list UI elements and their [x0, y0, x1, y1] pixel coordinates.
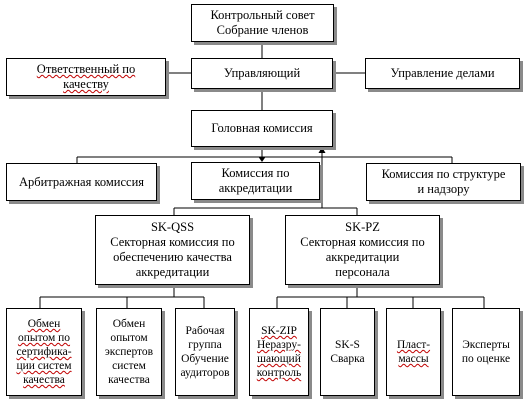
sk-pz-box: SK-PZ Секторная комиссия по аккредитации… [285, 215, 440, 285]
exchange-experts-box: Обмен опытом экспертов систем качества [96, 308, 162, 396]
office-box: Управление делами [365, 58, 520, 89]
arbitration-label: Арбитражная комиссия [18, 174, 145, 189]
workgroup-label: Рабочая группа Обучение аудиторов [180, 325, 230, 379]
council-label: Контрольный совет Собрание членов [210, 8, 315, 37]
council-box: Контрольный совет Собрание членов [191, 4, 334, 42]
experts-label: Эксперты по оценке [461, 339, 511, 365]
sk-pz-label: SK-PZ Секторная комиссия по аккредитации… [300, 220, 425, 279]
sk-qss-box: SK-QSS Секторная комиссия по обеспечению… [95, 215, 250, 285]
arrow-to-head [318, 147, 326, 153]
plastics-box: Пласт- массы [386, 308, 441, 396]
experts-box: Эксперты по оценке [452, 308, 520, 396]
manager-box: Управляющий [191, 58, 333, 89]
head-commission-box: Головная комиссия [191, 110, 333, 147]
head-commission-label: Головная комиссия [211, 121, 313, 135]
structure-box: Комиссия по структуре и надзору [366, 163, 521, 201]
sk-zip-label: SK-ZIP Неразру- шающий контроль [256, 325, 302, 379]
manager-label: Управляющий [223, 66, 301, 80]
structure-label: Комиссия по структуре и надзору [381, 167, 506, 196]
quality-box: Ответственный по качеству [6, 58, 166, 96]
exchange-experts-label: Обмен опытом экспертов систем качества [104, 318, 154, 386]
exchange-cert-box: Обмен опытом по сертифика- ции систем ка… [6, 308, 82, 396]
workgroup-box: Рабочая группа Обучение аудиторов [175, 308, 235, 396]
sk-qss-label: SK-QSS Секторная комиссия по обеспечению… [110, 220, 235, 279]
sk-zip-box: SK-ZIP Неразру- шающий контроль [249, 308, 309, 396]
plastics-label: Пласт- массы [396, 339, 431, 365]
arbitration-box: Арбитражная комиссия [6, 163, 157, 201]
accreditation-box: Комиссия по аккредитации [191, 162, 320, 200]
sk-s-label: SK-S Сварка [330, 339, 365, 365]
exchange-cert-label: Обмен опытом по сертифика- ции систем ка… [16, 318, 72, 386]
quality-label: Ответственный по качеству [36, 62, 136, 91]
accreditation-label: Комиссия по аккредитации [218, 166, 293, 195]
arrow-accreditation [258, 157, 266, 162]
sk-s-box: SK-S Сварка [320, 308, 375, 396]
office-label: Управление делами [390, 66, 495, 80]
